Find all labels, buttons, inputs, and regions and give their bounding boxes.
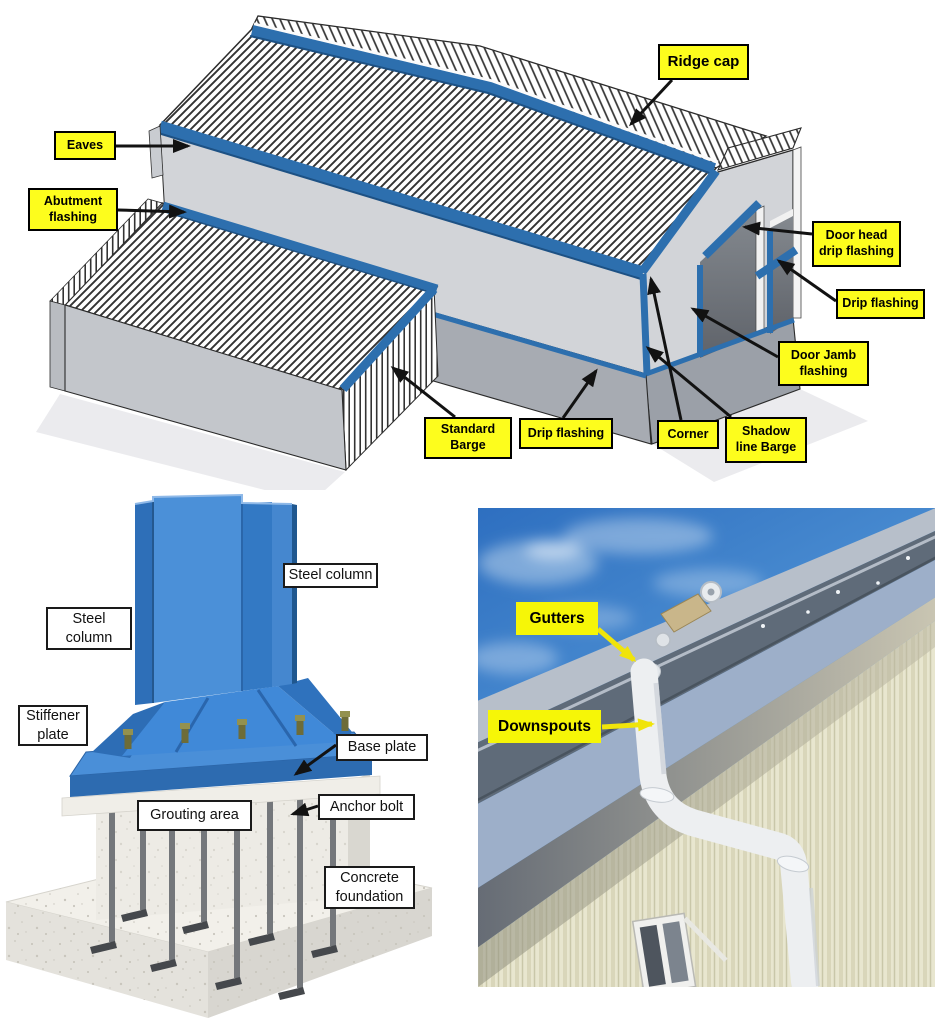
plate-bolts: [123, 711, 350, 749]
label-downspouts: Downspouts: [488, 710, 601, 743]
label-steel-column-left: Steel column: [46, 607, 132, 650]
building-diagram: [36, 15, 868, 490]
downspout-pipe: [630, 658, 820, 987]
label-door-head-drip-flashing: Door head drip flashing: [812, 221, 901, 267]
gutter-photo: [478, 508, 935, 987]
label-stiffener-plate: Stiffener plate: [18, 705, 88, 746]
column-diagram: [5, 493, 433, 1018]
ridge-cap-trim: [250, 25, 717, 175]
annex-building: [49, 198, 439, 472]
label-steel-column-right: Steel column: [283, 563, 378, 588]
label-grouting-area: Grouting area: [137, 800, 252, 831]
corner-trim: [639, 273, 651, 375]
label-eaves: Eaves: [54, 131, 116, 160]
eaves-trim: [158, 120, 645, 280]
photo-callout-arrows: [596, 627, 655, 732]
annex-front-wall: [64, 304, 347, 471]
soffit: [478, 597, 935, 948]
column-callout-arrows: [290, 743, 337, 817]
label-abutment-flashing: Abutment flashing: [28, 188, 118, 231]
shadow-line-barge-trim: [638, 168, 720, 275]
callout-arrows: [116, 78, 837, 421]
corrugated-wall: [478, 620, 935, 987]
label-base-plate: Base plate: [336, 734, 428, 761]
roof-edge: [478, 508, 935, 743]
fascia: [478, 560, 935, 888]
label-standard-barge: Standard Barge: [424, 417, 512, 459]
label-drip-flashing-right: Drip flashing: [836, 289, 925, 319]
standard-barge-trim: [339, 285, 438, 393]
steel-column-shaft: [134, 493, 297, 705]
label-concrete-foundation: Concrete foundation: [324, 866, 415, 909]
label-gutters: Gutters: [516, 602, 598, 635]
label-anchor-bolt: Anchor bolt: [318, 794, 415, 820]
label-ridge-cap: Ridge cap: [658, 44, 749, 80]
label-shadow-line-barge: Shadow line Barge: [725, 417, 807, 463]
gutter-bracket: [660, 593, 712, 633]
window: [631, 912, 728, 987]
label-door-jamb-flashing: Door Jamb flashing: [778, 341, 869, 386]
label-corner: Corner: [657, 420, 719, 449]
label-drip-flashing-bottom: Drip flashing: [519, 418, 613, 449]
abutment-flashing-trim: [161, 201, 439, 294]
